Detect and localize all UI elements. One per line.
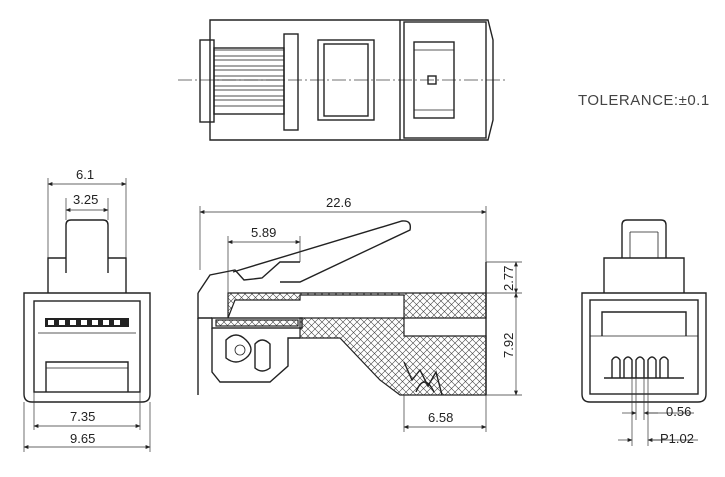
tolerance-note: TOLERANCE:±0.1 bbox=[578, 92, 710, 109]
dim-latch-length-label: 5.89 bbox=[251, 225, 276, 240]
front-view: 6.1 3.25 7.35 9.65 bbox=[23, 167, 151, 452]
contact-blades-top bbox=[213, 49, 285, 107]
dim-pitch-label: P1.02 bbox=[660, 431, 694, 446]
front-contacts bbox=[45, 318, 129, 327]
dim-cable-section-label: 6.58 bbox=[428, 410, 453, 425]
dim-latch-height-label: 2.77 bbox=[501, 266, 516, 291]
dim-outer-width-label: 9.65 bbox=[70, 431, 95, 446]
dim-length-label: 22.6 bbox=[326, 195, 351, 210]
dim-inner-width-label: 7.35 bbox=[70, 409, 95, 424]
rear-contacts bbox=[604, 356, 684, 379]
dim-body-height-label: 7.92 bbox=[501, 333, 516, 358]
dim-top-width-label: 6.1 bbox=[76, 167, 94, 182]
rear-view: 0.56 P1.02 bbox=[581, 219, 707, 446]
dim-contact-width-label: 0.56 bbox=[666, 404, 691, 419]
top-view bbox=[178, 19, 508, 141]
dim-latch-width-label: 3.25 bbox=[73, 192, 98, 207]
side-section-view: 22.6 5.89 2.77 7.92 6.58 bbox=[197, 195, 522, 432]
